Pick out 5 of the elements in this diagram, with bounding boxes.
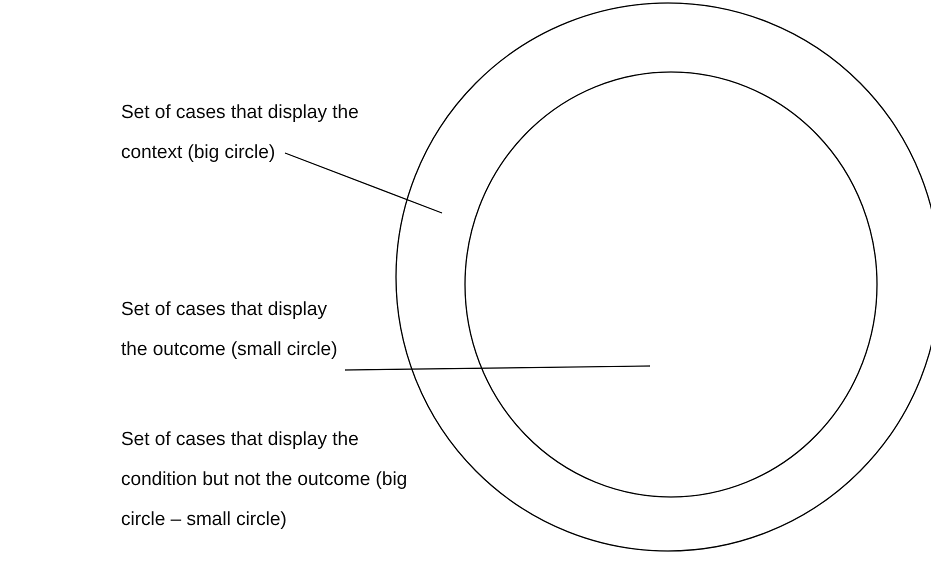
annotation-text: Set of cases that display the outcome (small circle) [121,298,338,362]
leader-line [345,365,650,371]
annotation-text: Set of cases that display the condition but not the outcome (big circle – small circle) [121,428,408,532]
annotation-text: Set of cases that display the context (big circle) [121,101,360,165]
leader-line [284,152,442,214]
